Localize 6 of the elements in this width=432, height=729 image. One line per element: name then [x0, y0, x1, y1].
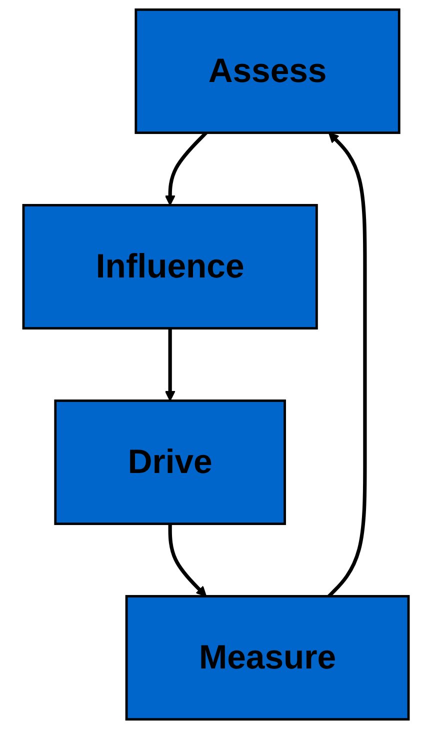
arrow	[168, 524, 207, 597]
node-box: Drive	[54, 400, 286, 526]
node-box: Assess	[134, 8, 400, 134]
node-box: Measure	[125, 595, 410, 721]
node-box: Influence	[22, 204, 318, 330]
arrow	[164, 328, 176, 402]
